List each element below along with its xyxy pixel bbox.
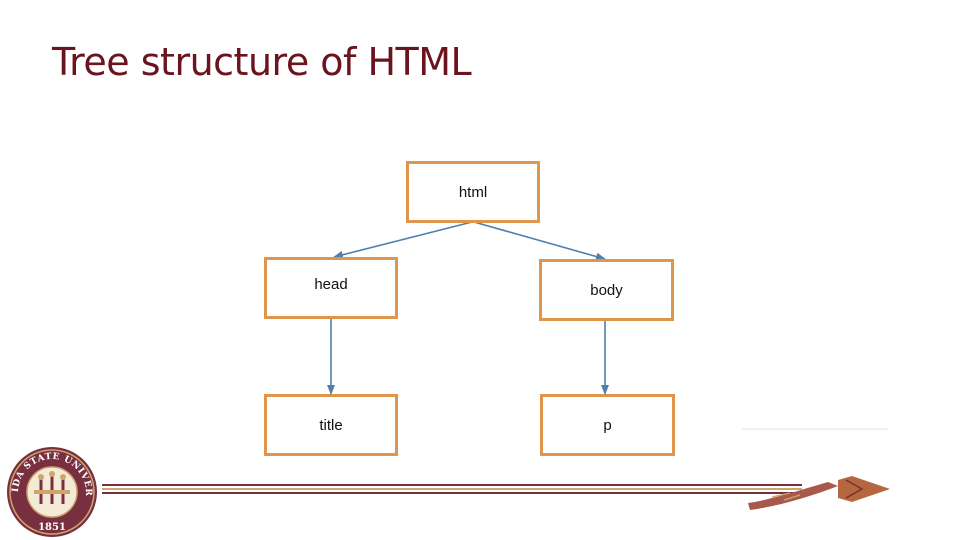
spear-tip-icon-notch (845, 479, 864, 499)
connector-html-head (333, 221, 473, 259)
university-seal-logo: FLORIDA STATE UNIVERSITY 1851 (5, 446, 97, 537)
node-title: title (264, 394, 398, 456)
node-body-label: body (590, 281, 623, 299)
node-title-label: title (319, 416, 343, 434)
slide-title: Tree structure of HTML (52, 40, 472, 84)
spear-tip-icon (838, 476, 890, 502)
spear-stripe-middle (102, 488, 802, 490)
seal-year: 1851 (38, 522, 66, 533)
node-p: p (540, 394, 675, 456)
spear-stripe-bottom (102, 492, 802, 494)
node-html-label: html (458, 183, 488, 201)
spear-feather-icon-accent (771, 492, 801, 501)
connector-html-body (473, 221, 606, 261)
faint-divider (742, 428, 888, 430)
node-p-label: p (603, 416, 612, 434)
node-head: head (264, 257, 398, 319)
spear-feather-icon (748, 482, 838, 510)
node-head-label: head (314, 275, 348, 293)
spear-stripe-top (102, 484, 802, 486)
node-html: html (406, 161, 540, 223)
node-body: body (539, 259, 674, 321)
